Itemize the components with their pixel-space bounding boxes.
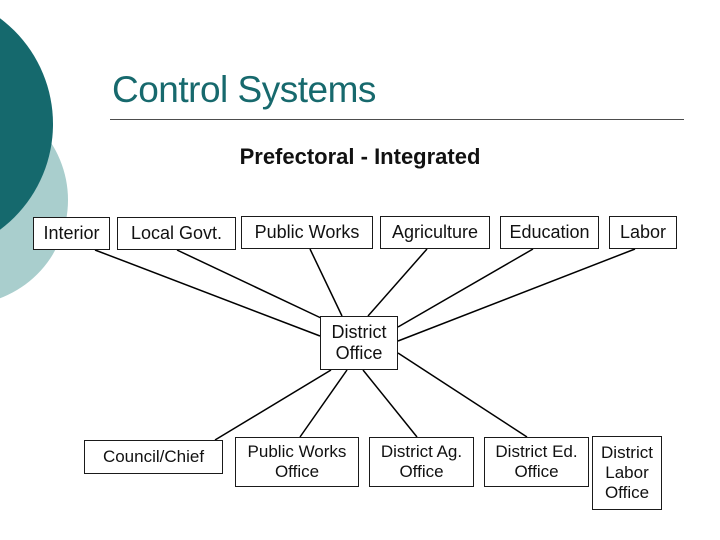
node-district-labor-office: District Labor Office (592, 436, 662, 510)
node-label: Education (509, 221, 590, 242)
node-local-govt: Local Govt. (117, 217, 236, 250)
connector-line (176, 249, 322, 319)
connector-line (367, 248, 428, 317)
slide-title: Control Systems (112, 69, 376, 110)
node-label: Agriculture (391, 221, 479, 242)
node-public-works-office: Public Works Office (235, 437, 359, 487)
title-underline (110, 119, 684, 120)
node-agriculture: Agriculture (380, 216, 490, 249)
node-public-works: Public Works (241, 216, 373, 249)
node-label: Council/Chief (102, 447, 205, 467)
connector-line (362, 369, 418, 438)
node-council-chief: Council/Chief (84, 440, 223, 474)
node-district-office: District Office (320, 316, 398, 370)
connector-line (309, 248, 343, 317)
node-label: Public Works (254, 221, 360, 242)
node-label: District Ed. Office (495, 442, 578, 481)
node-district-ag-office: District Ag. Office (369, 437, 474, 487)
node-labor: Labor (609, 216, 677, 249)
node-label: District Ag. Office (380, 442, 463, 481)
node-label: District Labor Office (601, 443, 653, 502)
node-label: Labor (619, 221, 667, 242)
connector-line (397, 352, 528, 438)
connector-line (94, 249, 321, 337)
node-district-ed-office: District Ed. Office (484, 437, 589, 487)
connector-line (397, 248, 636, 342)
slide-subtitle: Prefectoral - Integrated (239, 144, 481, 169)
node-label: District Office (331, 321, 387, 363)
connector-line (214, 369, 332, 441)
node-label: Interior (43, 222, 100, 243)
node-education: Education (500, 216, 599, 249)
connector-line (397, 248, 534, 328)
node-label: Local Govt. (130, 222, 223, 243)
connector-line (299, 369, 348, 438)
node-interior: Interior (33, 217, 110, 250)
node-label: Public Works Office (247, 442, 347, 481)
